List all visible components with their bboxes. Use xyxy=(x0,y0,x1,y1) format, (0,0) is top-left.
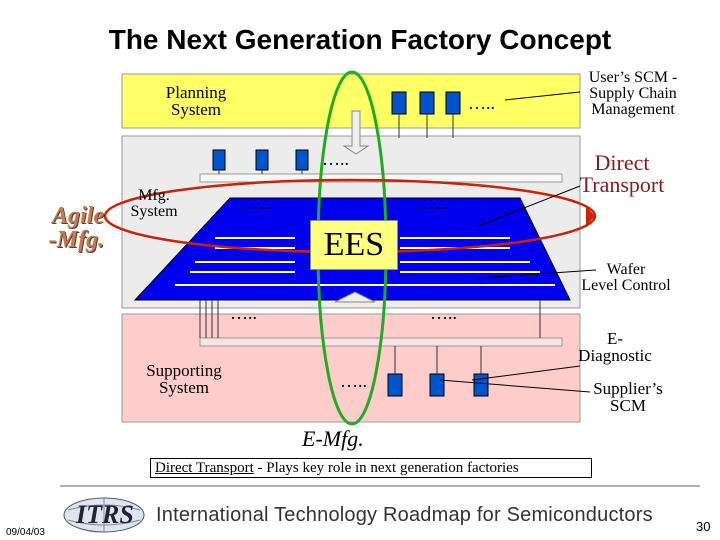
caption-box: Direct Transport - Plays key role in nex… xyxy=(150,458,592,478)
users-scm-label: User’s SCM - Supply Chain Management xyxy=(588,69,678,118)
itrs-logo: ITRS xyxy=(62,496,146,534)
ees-box: EES xyxy=(310,220,398,270)
itrs-logo-text: ITRS xyxy=(76,500,134,529)
callout-lines xyxy=(439,91,597,393)
planning-system-label: Planning System xyxy=(165,83,227,119)
roadmap-title: International Technology Roadmap for Sem… xyxy=(156,504,653,526)
node xyxy=(212,149,226,171)
planning-dots: ….. xyxy=(468,93,495,113)
node xyxy=(473,373,489,397)
node xyxy=(445,91,461,115)
supporting-system-label: Supporting System xyxy=(146,361,222,397)
support-nodes xyxy=(387,373,489,397)
ediagnostic-label: E- Diagnostic xyxy=(578,329,652,365)
direct-transport-label: Direct Transport xyxy=(579,150,665,197)
page-number: 30 xyxy=(696,519,711,534)
node xyxy=(387,373,403,397)
floor-dots-left: ….. xyxy=(230,303,257,323)
node xyxy=(419,91,435,115)
supporting-system-layer xyxy=(121,313,581,423)
floor-dots-right: ….. xyxy=(430,303,457,323)
node xyxy=(255,149,269,171)
mfg-nodes xyxy=(212,149,309,171)
agile-mfg-label: Agile -Mfg. xyxy=(48,203,104,253)
agile-arrowhead xyxy=(586,206,595,226)
support-dots: ….. xyxy=(340,371,367,391)
planning-nodes xyxy=(391,91,461,115)
node xyxy=(391,91,407,115)
transfer-arrow-bottom xyxy=(334,291,376,303)
mfg-system-label: Mfg. System xyxy=(130,187,178,220)
transfer-arrow-top xyxy=(342,110,370,155)
caption-text: - Plays key role in next generation fact… xyxy=(253,460,519,476)
footer-date: 09/04/03 xyxy=(6,527,45,538)
supplier-scm-label: Supplier’s SCM xyxy=(593,379,663,415)
mfg-network-bus xyxy=(199,173,563,183)
node xyxy=(295,149,309,171)
mfg-dots-top: ….. xyxy=(322,149,349,169)
mfg-dots-right: ….. xyxy=(422,193,449,213)
connector-lines xyxy=(199,114,541,374)
node xyxy=(429,373,445,397)
globe-icon xyxy=(63,497,145,533)
planning-system-layer xyxy=(121,73,581,129)
page-title: The Next Generation Factory Concept xyxy=(108,24,612,55)
wafer-level-control-label: Wafer Level Control xyxy=(581,261,671,294)
caption-link[interactable]: Direct Transport xyxy=(155,460,254,476)
mfg-dots-left: ….. xyxy=(246,193,273,213)
emfg-label: E-Mfg. xyxy=(302,426,364,451)
